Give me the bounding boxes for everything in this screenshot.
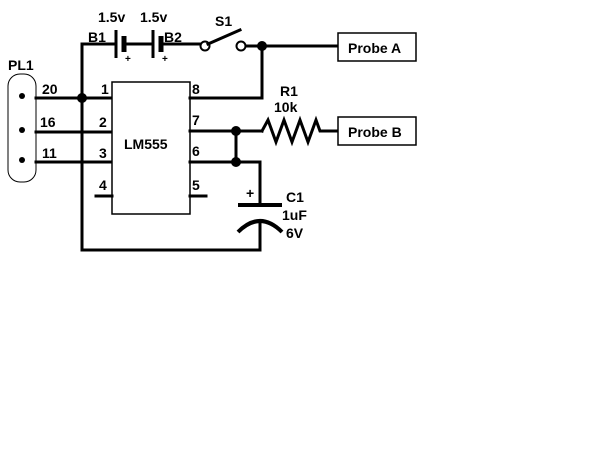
connector-pin-hole — [19, 127, 25, 133]
connector-label: PL1 — [8, 57, 34, 73]
ic-pin-7-label: 7 — [192, 112, 200, 128]
connector-pin-hole — [19, 93, 25, 99]
probe-a-label: Probe A — [348, 40, 401, 56]
capacitor-c1-voltage: 6V — [286, 225, 304, 241]
battery-b2-voltage: 1.5v — [140, 9, 167, 25]
connector-pin-16-label: 16 — [40, 114, 56, 130]
ic-pin-5-label: 5 — [192, 177, 200, 193]
battery-b2-label: B2 — [164, 29, 182, 45]
ic-lm555-label: LM555 — [124, 136, 168, 152]
switch-s1-right-contact — [235, 40, 247, 52]
ic-pin-8-label: 8 — [192, 81, 200, 97]
battery-b1-voltage: 1.5v — [98, 9, 125, 25]
ic-pin-4-label: 4 — [99, 177, 107, 193]
ic-pin-3-label: 3 — [99, 145, 107, 161]
capacitor-c1-plus: + — [246, 185, 254, 201]
connector-pin-20-label: 20 — [42, 81, 58, 97]
resistor-r1-label: R1 — [280, 83, 298, 99]
probe-a-box — [337, 32, 417, 62]
connector-pin-11-label: 11 — [42, 145, 57, 161]
resistor-r1 — [259, 115, 340, 147]
ic-pin-6-label: 6 — [192, 143, 200, 159]
switch-s1-label: S1 — [215, 13, 232, 29]
connector-pin-hole — [19, 157, 25, 163]
battery-b1-plus: + — [125, 54, 131, 65]
resistor-r1-value: 10k — [274, 99, 298, 115]
junction-dot — [77, 93, 87, 103]
ic-pin-1-label: 1 — [101, 81, 109, 97]
battery-b1-label: B1 — [88, 29, 106, 45]
capacitor-c1-label: C1 — [286, 189, 304, 205]
ic-pin-2-label: 2 — [99, 114, 107, 130]
capacitor-c1-value: 1uF — [282, 207, 307, 223]
battery-b2-plus: + — [162, 54, 168, 65]
switch-s1-blade — [206, 28, 242, 46]
connector-pl1-body — [7, 73, 37, 183]
probe-b-label: Probe B — [348, 124, 402, 140]
ic-lm555-body — [111, 81, 191, 215]
probe-b-box — [337, 116, 417, 146]
